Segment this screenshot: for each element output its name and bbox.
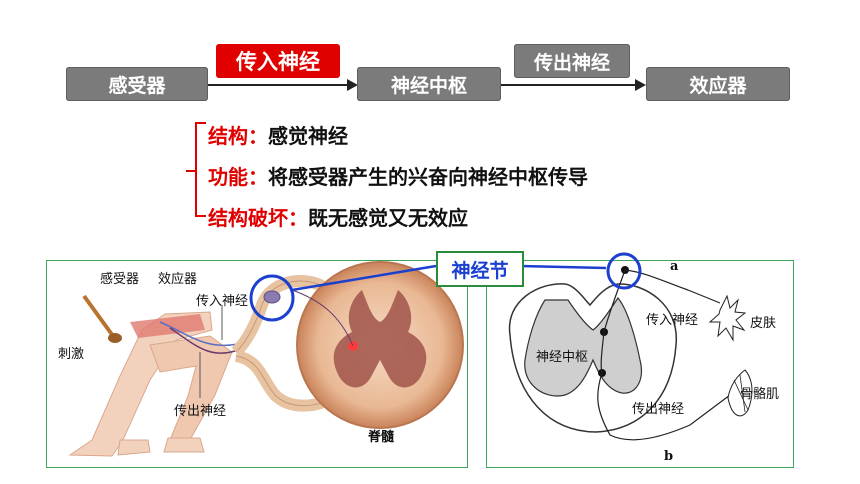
label-efferent: 传出神经 [174,404,227,419]
row-label: 功能： [208,165,268,189]
bracket-row-damage: 结构破坏：既无感觉又无效应 [208,202,468,231]
arrow-head-1 [347,79,358,91]
effector-box: 效应器 [646,67,790,101]
arrow-center-to-effector [501,84,639,86]
label-stimulus: 刺激 [58,347,85,362]
row-label: 结构破坏： [208,206,308,230]
afferent-nerve-label: 传入神经 [216,44,340,78]
row-text: 将感受器产生的兴奋向神经中枢传导 [268,165,588,189]
bracket-row-function: 功能：将感受器产生的兴奋向神经中枢传导 [208,161,588,190]
nerve-center-box: 神经中枢 [357,67,501,101]
label-muscle: 骨骼肌 [740,387,780,402]
label-afferent-right: 传入神经 [646,313,699,328]
arrow-head-2 [635,79,646,91]
receptor-box: 感受器 [66,67,208,101]
label-a: a [670,259,679,274]
arrow-receptor-to-center [208,84,352,86]
row-label: 结构： [208,124,268,148]
label-effector: 效应器 [158,272,198,287]
leg-illustration [68,294,239,457]
label-spinal-cord: 脊髓 [368,430,395,445]
label-afferent: 传入神经 [196,294,249,309]
label-efferent-right: 传出神经 [632,402,685,417]
bracket-row-structure: 结构：感觉神经 [208,120,348,149]
label-skin: 皮肤 [750,316,777,331]
label-nerve-center: 神经中枢 [536,350,589,365]
ganglion-tag: 神经节 [436,251,524,287]
label-receptor: 感受器 [100,272,140,287]
row-text: 既无感觉又无效应 [308,206,468,230]
efferent-nerve-label: 传出神经 [514,44,630,78]
row-text: 感觉神经 [268,124,348,148]
label-b: b [664,449,674,464]
